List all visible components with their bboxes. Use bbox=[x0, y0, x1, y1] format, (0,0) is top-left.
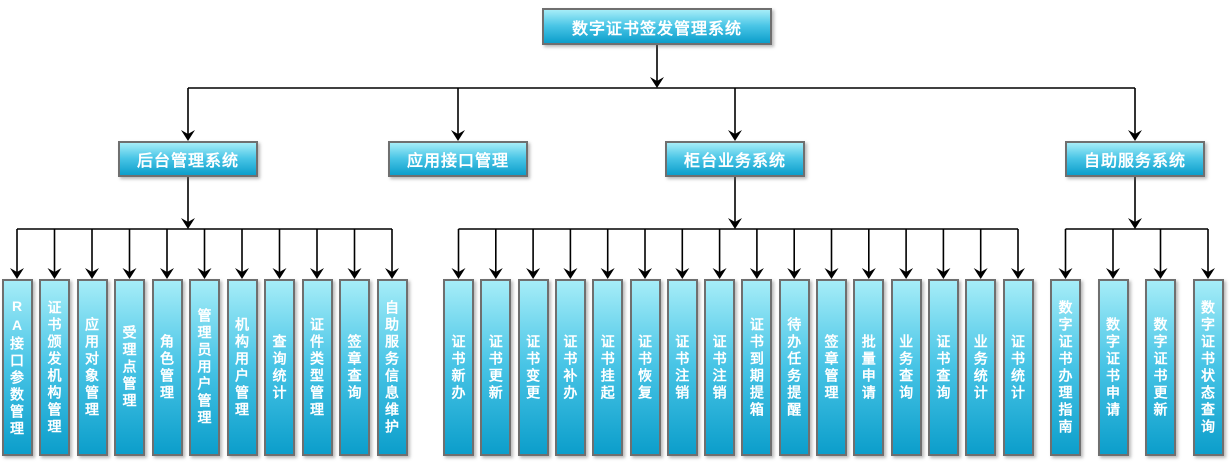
leaf-node-4-3: 数字证书更新 bbox=[1145, 279, 1176, 456]
leaf-node-1-8: 查询统计 bbox=[264, 279, 295, 456]
leaf-node-3-7: 证书注销 bbox=[666, 279, 698, 456]
leaf-node-1-5: 角色管理 bbox=[151, 279, 183, 456]
branch-node-3: 柜台业务系统 bbox=[665, 141, 805, 177]
branch-node-1: 后台管理系统 bbox=[118, 141, 258, 177]
leaf-node-3-16: 证书统计 bbox=[1002, 279, 1034, 456]
leaf-node-1-3: 应用对象管理 bbox=[76, 279, 108, 456]
leaf-node-3-5: 证书挂起 bbox=[592, 279, 624, 456]
leaf-node-1-6: 管理员用户管理 bbox=[189, 279, 220, 456]
leaf-node-3-1: 证书新办 bbox=[443, 279, 474, 456]
leaf-node-1-7: 机构用户管理 bbox=[226, 279, 258, 456]
leaf-node-1-11: 自助服务信息维护 bbox=[376, 279, 408, 456]
leaf-node-3-6: 证书恢复 bbox=[629, 279, 661, 456]
leaf-node-1-2: 证书颁发机构管理 bbox=[39, 279, 70, 456]
leaf-node-3-9: 证书到期提箱 bbox=[741, 279, 773, 456]
branch-node-2: 应用接口管理 bbox=[388, 141, 528, 177]
leaf-node-3-2: 证书更新 bbox=[480, 279, 512, 456]
leaf-node-4-1: 数字证书办理指南 bbox=[1050, 279, 1081, 456]
leaf-node-3-11: 签章管理 bbox=[816, 279, 847, 456]
leaf-node-4-2: 数字证书申请 bbox=[1097, 279, 1129, 456]
leaf-node-3-15: 业务统计 bbox=[965, 279, 997, 456]
leaf-node-3-10: 待办任务提醒 bbox=[778, 279, 810, 456]
leaf-node-4-4: 数字证书状态查询 bbox=[1192, 279, 1224, 456]
leaf-node-3-13: 业务查询 bbox=[890, 279, 922, 456]
leaf-node-1-1: RA接口参数管理 bbox=[1, 279, 33, 456]
leaf-node-3-14: 证书查询 bbox=[927, 279, 959, 456]
leaf-node-3-12: 批量申请 bbox=[853, 279, 885, 456]
root-node: 数字证书签发管理系统 bbox=[542, 8, 772, 45]
leaf-node-3-3: 证书变更 bbox=[517, 279, 549, 456]
leaf-node-1-9: 证件类型管理 bbox=[301, 279, 333, 456]
branch-node-4: 自助服务系统 bbox=[1065, 141, 1205, 177]
leaf-node-1-10: 签章查询 bbox=[339, 279, 370, 456]
leaf-node-1-4: 受理点管理 bbox=[114, 279, 145, 456]
leaf-node-3-4: 证书补办 bbox=[554, 279, 586, 456]
leaf-node-3-8: 证书注销 bbox=[704, 279, 736, 456]
